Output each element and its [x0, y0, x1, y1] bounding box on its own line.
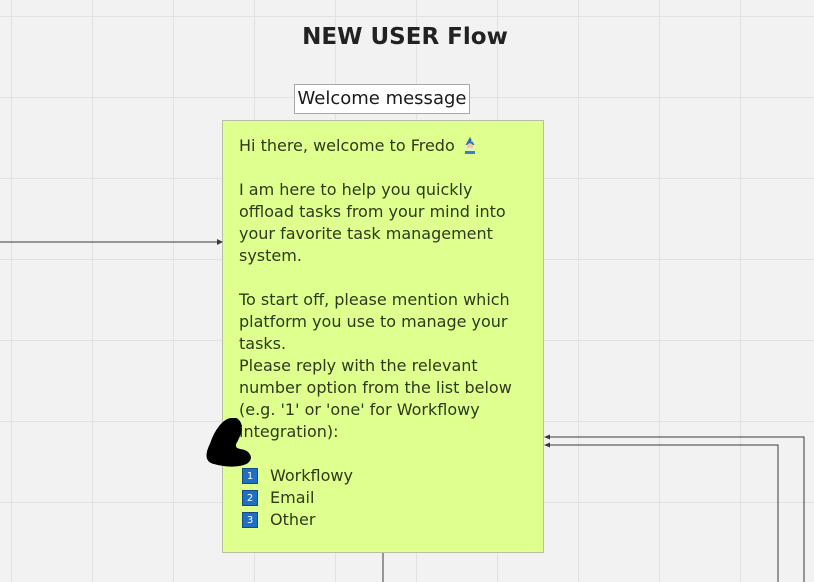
option-label: Workflowy: [270, 466, 353, 485]
sticky-note[interactable]: Hi there, welcome to Fredo I am here to …: [222, 120, 544, 553]
keycap-1-icon: 1: [242, 468, 258, 484]
frame-label[interactable]: Welcome message: [294, 84, 470, 114]
incoming-arrow-right-outer: [544, 434, 805, 582]
greeting-line: Hi there, welcome to Fredo: [239, 135, 527, 157]
option-label: Other: [270, 510, 316, 529]
wizard-icon: [461, 136, 479, 154]
keycap-3-icon: 3: [242, 512, 258, 528]
incoming-arrow-left: [0, 239, 223, 245]
option-item: 3 Other: [239, 509, 527, 531]
option-item: 2 Email: [239, 487, 527, 509]
ink-scribble: [206, 418, 251, 467]
keycap-2-icon: 2: [242, 490, 258, 506]
option-item: 1 Workflowy: [239, 465, 527, 487]
platform-question: To start off, please mention which platf…: [239, 290, 510, 353]
greeting-text: Hi there, welcome to Fredo: [239, 136, 455, 155]
option-list: 1 Workflowy 2 Email 3 Other: [239, 465, 527, 531]
option-label: Email: [270, 488, 315, 507]
board-title: NEW USER Flow: [302, 24, 508, 50]
intro-paragraph: I am here to help you quickly offload ta…: [239, 180, 506, 265]
incoming-arrow-right-inner: [544, 442, 779, 582]
reply-instructions: Please reply with the relevant number op…: [239, 356, 512, 441]
